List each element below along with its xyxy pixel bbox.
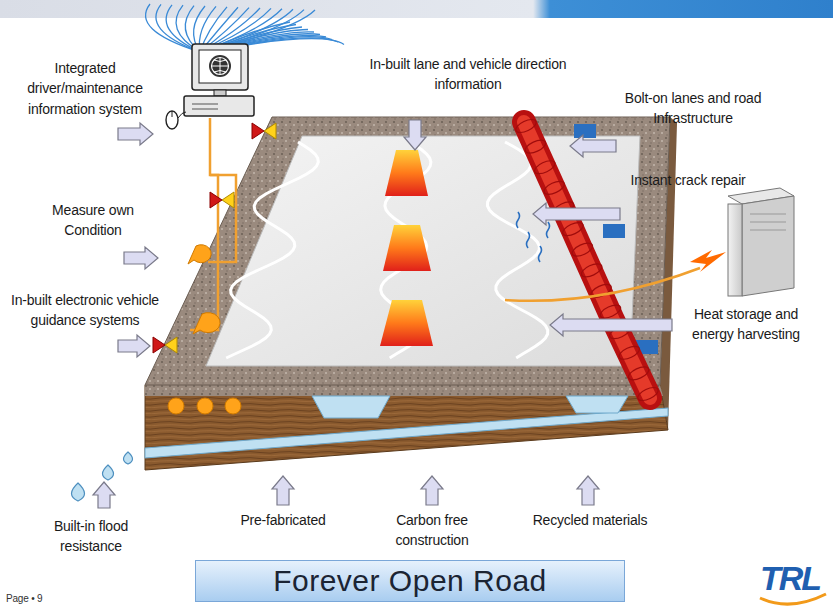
callout-label: Carbon free construction (362, 510, 502, 551)
callout-arrow (272, 476, 294, 505)
callout-label: In-built lane and vehicle direction info… (368, 54, 568, 95)
callout-label: Integrated driver/maintenance informatio… (12, 58, 158, 119)
logo-text: TRL (751, 560, 829, 596)
callout-label: Built-in flood resistance (36, 516, 146, 557)
page-number: Page • 9 (6, 593, 86, 605)
callout-label: In-built electronic vehicle guidance sys… (10, 290, 160, 331)
callout-arrow (570, 135, 616, 157)
callout-arrow (533, 203, 620, 225)
callout-arrow (124, 247, 158, 269)
callout-label: Heat storage and energy harvesting (672, 304, 820, 345)
callout-arrow (421, 476, 443, 505)
callout-label: Bolt-on lanes and road Infrastructure (598, 88, 788, 129)
callout-label: Instant crack repair (624, 170, 752, 190)
callout-arrow (93, 482, 115, 508)
title-text: Forever Open Road (273, 564, 547, 597)
callout-arrow (118, 123, 153, 145)
callout-label: Recycled materials (520, 510, 660, 530)
callout-label: Measure own Condition (28, 200, 158, 241)
callout-arrow (550, 314, 672, 336)
callout-label: Pre-fabricated (213, 510, 353, 530)
title-banner: Forever Open Road (195, 560, 625, 602)
callout-arrow (577, 476, 599, 505)
callout-arrow (118, 335, 150, 357)
callout-arrow (404, 120, 426, 150)
